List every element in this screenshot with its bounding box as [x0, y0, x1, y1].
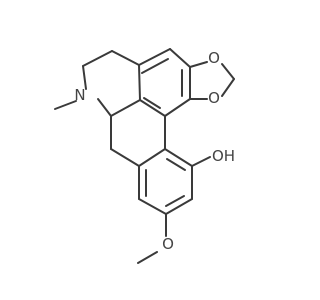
hydroxyl-bond [191, 156, 211, 167]
upper-aromatic-ring [138, 48, 191, 117]
methoxy-oxygen-label: O [162, 235, 174, 253]
hydroxyl-label: OH [212, 147, 235, 165]
structure-svg: N OH O O O [54, 48, 235, 264]
substituents [137, 156, 211, 264]
middle-ring [110, 115, 166, 167]
molecule-diagram: N OH O O O [54, 48, 235, 264]
nitrogen-label: N [74, 86, 85, 104]
n-methyl-bond [54, 100, 77, 110]
methoxy-methyl-bond [137, 251, 158, 264]
methylenedioxy-oxygen-top-label: O [208, 49, 220, 67]
lower-aromatic-ring [138, 148, 193, 215]
methylenedioxy-ring [189, 61, 235, 100]
methylenedioxy-oxygen-bottom-label: O [208, 89, 220, 107]
piperidine-ring [54, 50, 141, 117]
